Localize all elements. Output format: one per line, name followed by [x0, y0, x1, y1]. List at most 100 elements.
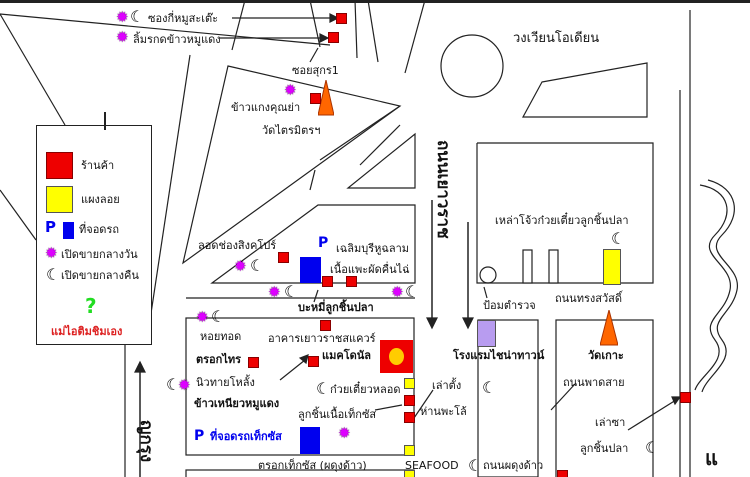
shop-marker: [557, 470, 568, 477]
river-wave: [694, 184, 731, 391]
shop-marker: [404, 412, 415, 423]
shop-marker: [248, 357, 259, 368]
legend-parking-swatch: [63, 222, 74, 239]
parking-marker: [300, 257, 321, 283]
road-charoenkrung: ญกรุง: [136, 420, 156, 463]
night-moon-icon: ☾: [468, 456, 483, 475]
shop-label: ซองกี่หมูสะเต๊ะ: [148, 12, 219, 25]
night-moon-icon: ☾: [166, 375, 181, 394]
shop-label: เหล่าโจ้วก๋วยเตี๋ยวลูกชิ้นปลา: [495, 214, 629, 227]
shop-label: ตรอกไทร: [196, 353, 242, 366]
river-label: แ: [705, 446, 718, 470]
mcdonalds-label: แมคโดนัล: [322, 349, 372, 362]
hotel-marker: [477, 320, 496, 347]
police-box-label: ป้อมตำรวจ: [483, 299, 536, 312]
legend-day-star-icon: ✹: [45, 244, 58, 262]
shop-marker: [320, 320, 331, 331]
road-trok-texas: ตรอกเท็กซัส (ผดุงด้าว): [258, 459, 367, 472]
road-phadungdao: ถนนผดุงด้าว: [483, 459, 544, 472]
day-star-icon: ✹: [178, 376, 191, 394]
shop-label: เล่าซา: [595, 416, 626, 429]
shop-label: ลูกชิ้นเนื้อเท็กซัส: [298, 408, 377, 421]
parking-texas-marker: [300, 427, 320, 454]
legend-shop-swatch: [46, 152, 73, 179]
block-triangle: [346, 132, 416, 189]
block-right-top: [476, 142, 654, 284]
shop-label: บะหมี่ลูกชิ้นปลา: [298, 301, 374, 314]
shop-label: ห่านพะโล้: [420, 405, 467, 418]
night-moon-icon: ☾: [316, 379, 331, 398]
day-star-icon: ✹: [391, 283, 404, 301]
shop-marker: [308, 356, 319, 367]
road-phatsai: ถนนพาดสาย: [563, 376, 625, 389]
legend-question-icon: ?: [85, 294, 97, 318]
shop-label: เล่าตั้ง: [432, 379, 462, 392]
day-star-icon: ✹: [234, 257, 247, 275]
police-box-icon: [479, 266, 497, 284]
parking-texas-p: P: [194, 428, 205, 444]
wat-ko-label: วัดเกาะ: [588, 349, 624, 362]
legend: ร้านค้า แผงลอย P ที่จอดรถ ✹ เปิดขายกลางว…: [36, 112, 152, 345]
odeon-circle-label: วงเวียนโอเดียน: [513, 31, 600, 46]
legend-night-moon-icon: ☾: [46, 265, 61, 284]
shop-label: หอยทอด: [200, 330, 242, 343]
day-star-icon: ✹: [116, 8, 129, 26]
stall-marker: [603, 249, 621, 285]
parking-texas-label: ที่จอดรถเท็กซัส: [210, 430, 282, 443]
shop-label: ข้าวแกงคุณย่า: [231, 101, 301, 114]
road-yaowarat: ถนนเยาวราช: [433, 140, 453, 239]
night-moon-icon: ☾: [611, 229, 626, 248]
day-star-icon: ✹: [268, 283, 281, 301]
shop-label: ก๋วยเตี๋ยวหลอด: [330, 383, 401, 396]
day-star-icon: ✹: [196, 308, 209, 326]
mcdonalds-marker: [380, 340, 413, 373]
night-moon-icon: ☾: [405, 282, 420, 301]
shop-marker: [278, 252, 289, 263]
road-soi-sukon: ซอยสุกร1: [292, 64, 339, 77]
legend-parking-label: ที่จอดรถ: [79, 223, 120, 236]
night-moon-icon: ☾: [211, 307, 226, 326]
odeon-circle: [440, 34, 504, 98]
legend-stall-label: แผงลอย: [81, 193, 120, 206]
day-star-icon: ✹: [284, 81, 297, 99]
stall-marker: [404, 470, 415, 477]
legend-shop-label: ร้านค้า: [81, 159, 115, 172]
shop-label: ลิ้มรกดข้าวหมูแดง: [133, 33, 221, 46]
shop-marker: [346, 276, 357, 287]
stall-marker: [404, 445, 415, 456]
shop-label: เนื้อแพะผัดคื่นไฉ่: [330, 263, 410, 276]
wat-ko-temple-icon: [600, 310, 618, 346]
block-wat-traimit: [182, 65, 402, 265]
shop-label: นิวทายโหลั้ง: [196, 376, 255, 389]
shop-marker: [404, 395, 415, 406]
shop-marker: [328, 32, 339, 43]
shop-label: ลอดช่องสิงคโปร์: [198, 239, 277, 252]
stall-marker: [404, 378, 415, 389]
shop-marker: [310, 93, 321, 104]
shop-label: SEAFOOD: [405, 459, 459, 472]
day-star-icon: ✹: [116, 28, 129, 46]
parking-p: P: [318, 235, 329, 251]
legend-night-label: เปิดขายกลางคืน: [61, 269, 139, 282]
night-moon-icon: ☾: [250, 256, 265, 275]
legend-stall-swatch: [46, 186, 73, 213]
night-moon-icon: ☾: [284, 282, 299, 301]
legend-day-label: เปิดขายกลางวัน: [61, 248, 138, 261]
legend-footer: แม่ไอติมชิมเอง: [51, 325, 123, 338]
shop-label: ลูกชิ้นปลา: [580, 442, 629, 455]
shop-marker: [336, 13, 347, 24]
yaowarat-square-label: อาคารเยาวราชสแควร์: [268, 332, 376, 345]
shop-label: ข้าวเหนียวหมูแดง: [194, 397, 280, 410]
road-songsawat: ถนนทรงสวัสดิ์: [555, 292, 622, 305]
legend-parking-p: P: [45, 218, 56, 236]
night-moon-icon: ☾: [130, 7, 145, 26]
hotel-label: โรงแรมไชน่าทาวน์: [453, 349, 545, 362]
night-moon-icon: ☾: [645, 438, 660, 457]
wat-traimit-label: วัดไตรมิตรฯ: [262, 124, 321, 137]
day-star-icon: ✹: [338, 424, 351, 442]
shop-marker: [322, 276, 333, 287]
wat-traimit-temple-icon: [318, 80, 334, 116]
shop-label: เฉลิมบุรีหูฉลาม: [336, 242, 410, 255]
